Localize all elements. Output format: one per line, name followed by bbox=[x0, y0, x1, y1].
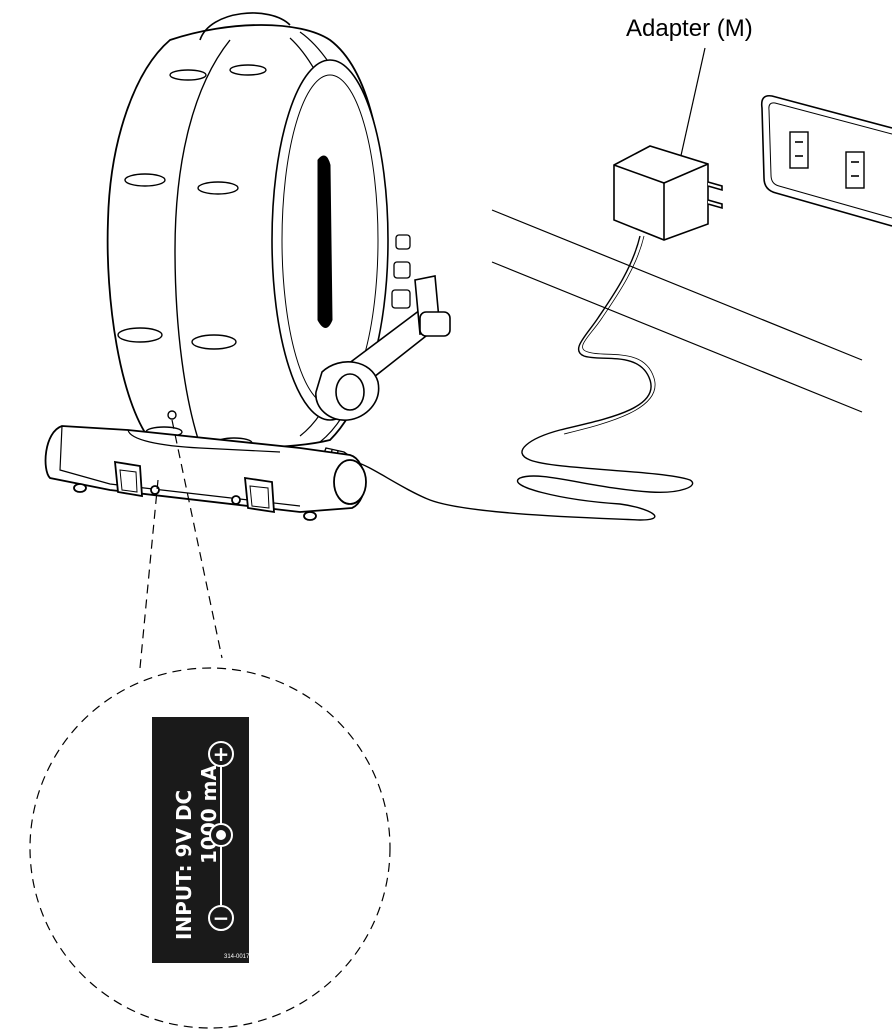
input-voltage-text: INPUT: 9V DC bbox=[172, 790, 196, 940]
base-rail bbox=[44, 425, 367, 521]
plus-terminal-icon bbox=[208, 741, 234, 767]
side-controls bbox=[391, 234, 411, 309]
power-cord bbox=[354, 235, 694, 521]
adapter-prongs bbox=[707, 181, 723, 210]
adapter-leader-line bbox=[679, 47, 706, 161]
power-cord-inner bbox=[563, 235, 656, 435]
minus-terminal-icon bbox=[208, 905, 234, 931]
outlet-socket-2 bbox=[845, 151, 865, 189]
power-input-plate: INPUT: 9V DC 1000 mA + − 314-00179 bbox=[152, 717, 253, 963]
plus-symbol: + bbox=[213, 742, 230, 766]
power-jack-point bbox=[167, 410, 177, 420]
detail-magnifier-circle bbox=[29, 667, 391, 1029]
pedal-arm bbox=[315, 275, 451, 421]
pedal-roller bbox=[315, 361, 380, 421]
floor-lines bbox=[491, 209, 863, 413]
input-current-text: 1000 mA bbox=[197, 765, 221, 864]
detail-callout bbox=[29, 419, 391, 1029]
adapter-box bbox=[613, 145, 723, 241]
plate-part-code: 314-00179 bbox=[224, 954, 253, 960]
minus-symbol: − bbox=[213, 906, 230, 930]
wall-outlet bbox=[760, 94, 892, 227]
adapter-label: Adapter (M) bbox=[626, 15, 753, 42]
flywheel-housing bbox=[106, 12, 389, 449]
disc-handle-slot bbox=[317, 155, 333, 328]
outlet-socket-1 bbox=[789, 131, 809, 169]
